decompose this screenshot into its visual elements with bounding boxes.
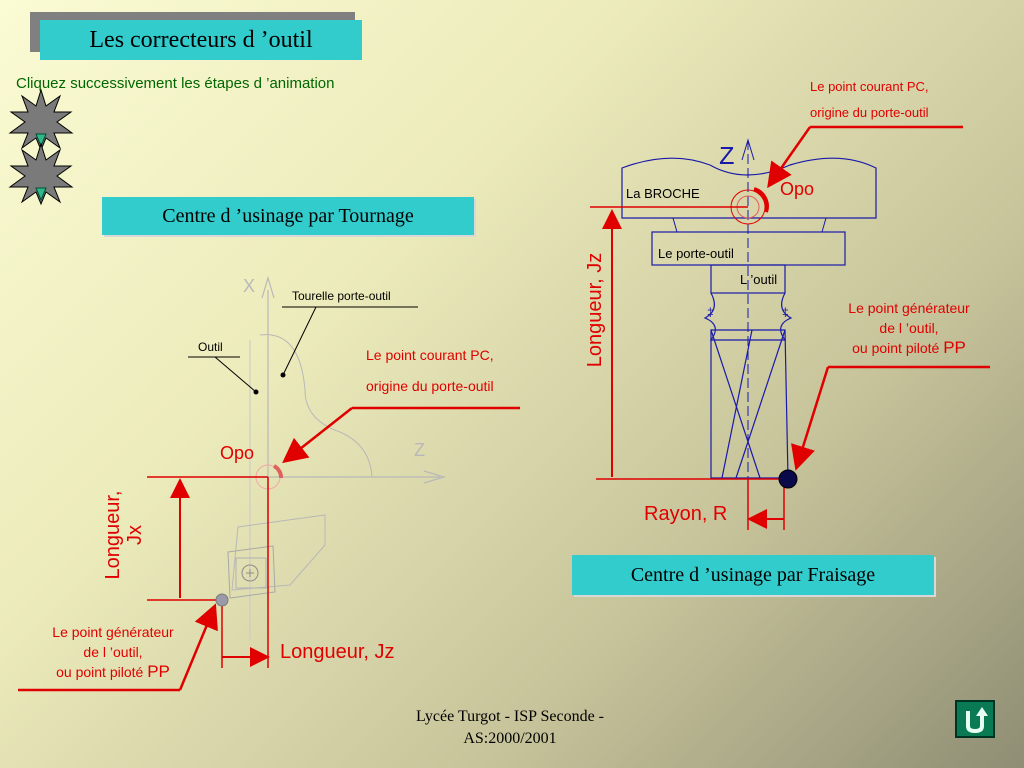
- starburst-icon[interactable]: [8, 88, 74, 152]
- animation-steps: [8, 88, 74, 206]
- svg-text:‡: ‡: [782, 305, 789, 319]
- turning-opo-label: Opo: [220, 443, 255, 463]
- footer-credit: Lycée Turgot - ISP Seconde - AS:2000/200…: [416, 708, 604, 747]
- turning-jz-label: Longueur, Jz: [280, 641, 395, 663]
- turning-jx-line1: Longueur,: [102, 490, 124, 580]
- svg-text:‡: ‡: [707, 305, 714, 319]
- turning-section-label: Centre d ’usinage par Tournage: [102, 197, 474, 235]
- turning-axis-x: X: [243, 276, 256, 296]
- starburst-icon[interactable]: [8, 142, 74, 206]
- turning-pc-line2: origine du porte-outil: [366, 378, 494, 394]
- turning-jx-line2: Jx: [124, 525, 146, 545]
- milling-pc-line2: origine du porte-outil: [810, 105, 929, 120]
- tourelle-label: Tourelle porte-outil: [292, 289, 391, 303]
- page-title: Les correcteurs d ’outil: [40, 20, 362, 60]
- turning-axis-z: Z: [414, 440, 425, 460]
- milling-pp-label: Le point générateur de l ’outil, ou poin…: [848, 300, 970, 357]
- turning-pc-line1: Le point courant PC,: [366, 347, 494, 363]
- turning-pp-label: Le point générateur de l ’outil, ou poin…: [52, 624, 174, 681]
- milling-axis-z: Z: [719, 142, 735, 172]
- return-arrow-icon: [966, 707, 988, 734]
- broche-label: La BROCHE: [626, 186, 700, 201]
- milling-outil-label: L ’outil: [740, 272, 778, 287]
- milling-diagram: ‡ ‡: [590, 125, 990, 530]
- milling-section-label: Centre d ’usinage par Fraisage: [572, 555, 934, 595]
- turning-jx-label: Longueur, Jx: [102, 480, 146, 590]
- milling-pc-line1: Le point courant PC,: [810, 79, 929, 94]
- porte-outil-label: Le porte-outil: [658, 246, 734, 261]
- return-button[interactable]: [955, 700, 995, 738]
- rayon-label: Rayon, R: [644, 503, 728, 525]
- milling-opo-label: Opo: [780, 179, 815, 199]
- instruction-text: Cliquez successivement les étapes d ’ani…: [16, 75, 335, 92]
- milling-jz-label: Longueur, Jz: [584, 252, 606, 368]
- outil-label: Outil: [198, 340, 223, 354]
- turning-diagram: [18, 275, 520, 692]
